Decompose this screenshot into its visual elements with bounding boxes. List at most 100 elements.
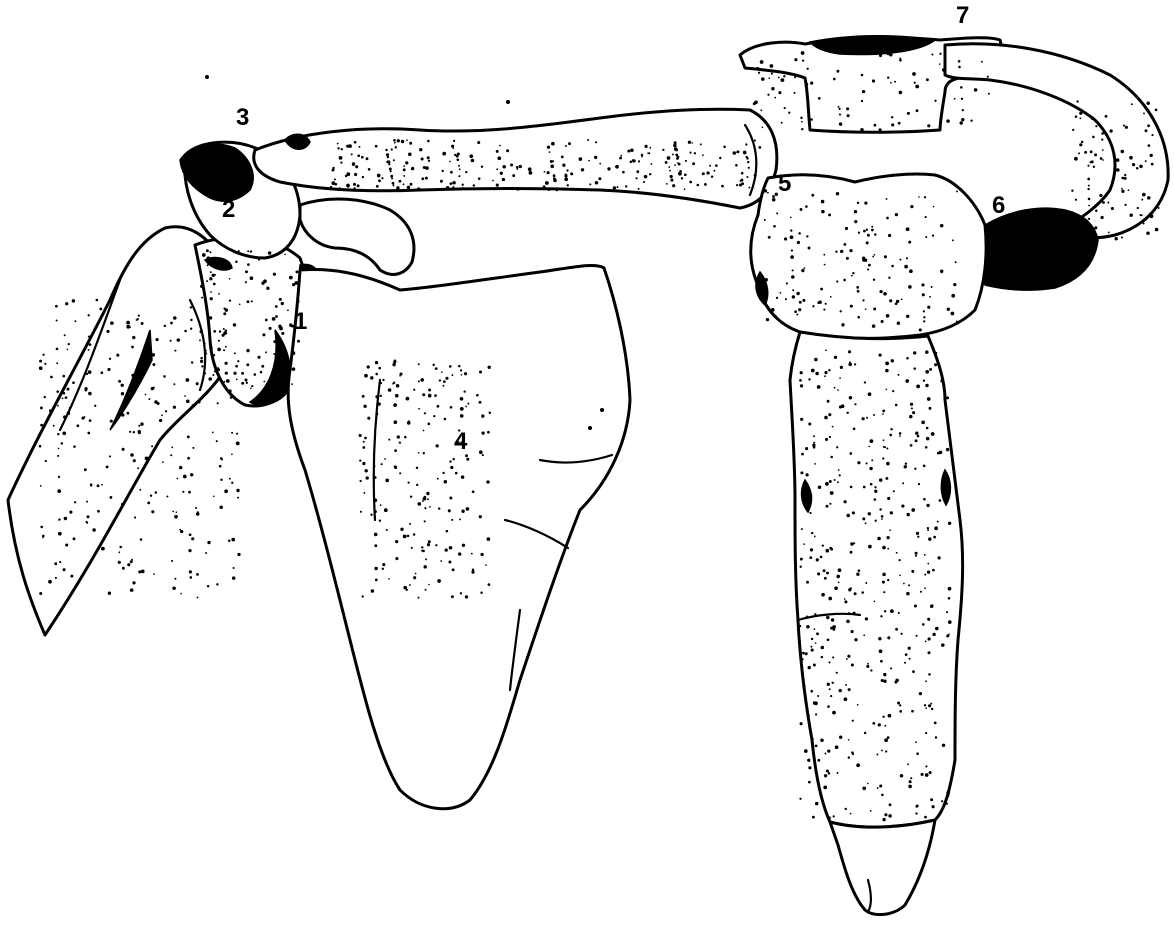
stipple-dot [915,431,918,434]
stipple-dot [337,147,339,149]
stipple-dot [854,220,857,223]
stipple-dot [207,585,209,587]
stipple-dot [670,179,673,182]
stipple-dot [422,500,424,502]
stipple-dot [927,651,930,654]
stipple-dot [956,321,958,323]
stipple-dot [228,389,232,393]
stipple-dot [145,394,147,396]
stipple-dot [866,417,868,419]
stipple-dot [870,439,874,443]
stipple-dot [829,503,831,505]
stipple-dot [479,515,482,518]
stipple-dot [887,736,890,739]
label-1: 1 [294,310,307,334]
stipple-dot [905,653,908,656]
stipple-dot [39,360,42,363]
stipple-dot [925,384,928,387]
stipple-dot [1088,205,1090,207]
stipple-dot [152,363,155,366]
stipple-dot [561,156,564,159]
stipple-dot [209,316,213,320]
stipple-dot [213,283,216,286]
stipple-dot [916,635,918,637]
stipple-dot [1091,160,1094,163]
stipple-dot [218,293,220,295]
stipple-dot [721,185,724,188]
stipple-dot [155,491,158,494]
stipple-dot [407,186,411,190]
stipple-dot [879,649,883,653]
stipple-dot [395,557,398,560]
stipple-dot [806,581,809,584]
stipple-dot [223,307,225,309]
stipple-dot [405,161,408,164]
stipple-dot [459,168,461,170]
stipple-dot [290,276,292,278]
stipple-dot [879,508,881,510]
stipple-dot [811,638,813,640]
stipple-dot [428,394,432,398]
stipple-dot [820,288,823,291]
stipple-dot [922,293,925,296]
stipple-dot [689,181,692,184]
stipple-dot [391,148,393,150]
stipple-dot [214,274,216,276]
stipple-dot [834,356,837,359]
stipple-dot [613,186,616,189]
stipple-dot [370,514,372,516]
stipple-dot [354,187,356,189]
stipple-dot [1146,232,1150,236]
stipple-dot [802,652,805,655]
stipple-dot [236,379,238,381]
stipple-dot [380,395,382,397]
stipple-dot [688,141,691,144]
stipple-dot [378,179,381,182]
stipple-dot [236,442,240,446]
stipple-dot [48,580,52,584]
stipple-dot [925,732,927,734]
stipple-dot [939,451,942,454]
stipple-dot [97,484,100,487]
stipple-dot [946,448,949,451]
stipple-dot [896,300,899,303]
stipple-dot [375,395,378,398]
stipple-dot [1116,158,1120,162]
stipple-dot [814,613,816,615]
stipple-dot [68,343,70,345]
stipple-dot [914,468,916,470]
stipple-dot [223,349,225,351]
stipple-dot [948,633,950,635]
stipple-dot [828,213,831,216]
stipple-dot [776,297,778,299]
stipple-dot [217,402,219,404]
stipple-dot [225,346,227,348]
stipple-dot [935,352,938,355]
stipple-dot [889,529,891,531]
stipple-dot [449,460,451,462]
stipple-dot [277,378,279,380]
stipple-dot [195,507,197,509]
stipple-dot [805,491,809,495]
stipple-dot [929,771,932,774]
stipple-dot [691,142,693,144]
stipple-dot [588,160,590,162]
stipple-dot [471,553,473,555]
stipple-dot [931,432,935,436]
stipple-dot [944,60,946,62]
stipple-dot [719,157,721,159]
stipple-dot [361,156,364,159]
stipple-dot [145,457,149,461]
stipple-dot [934,722,937,725]
stipple-dot [899,704,901,706]
stipple-dot [247,300,250,303]
stipple-dot [437,579,441,583]
stipple-dot [213,354,215,356]
stipple-dot [829,480,832,483]
stipple-dot [1151,134,1153,136]
stipple-dot [874,124,877,127]
stipple-dot [928,704,931,707]
stipple-dot [900,774,904,778]
stipple-dot [808,766,811,769]
stipple-dot [819,301,822,304]
